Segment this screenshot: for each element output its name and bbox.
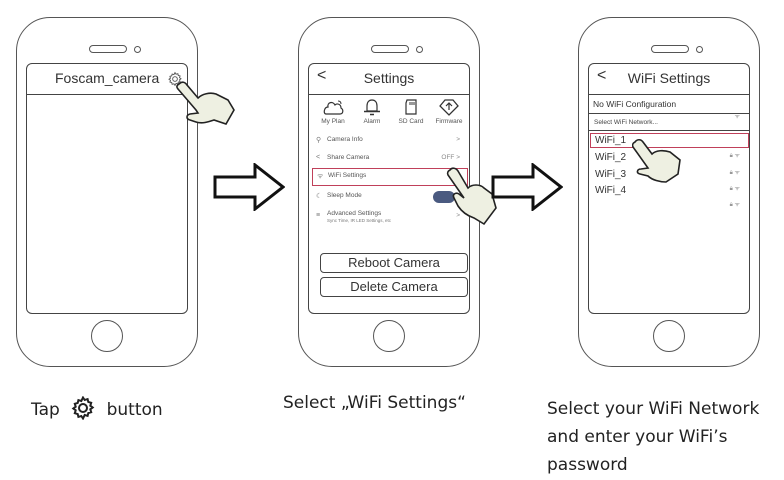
gear-icon <box>71 395 95 421</box>
speaker <box>651 45 689 53</box>
sleep-icon: ☾ <box>316 193 323 200</box>
step-3-caption: Select your WiFi Network and enter your … <box>547 399 760 475</box>
phone-2: < Settings My Plan Alarm <box>298 17 480 367</box>
wifi-settings-title: WiFi Settings <box>627 70 711 86</box>
arrow-right-icon <box>491 163 563 211</box>
wifi-title-bar: < WiFi Settings <box>589 64 749 95</box>
camera-name: Foscam_camera <box>55 70 160 86</box>
lock-wifi-icon: 🔒︎ ᯤ <box>729 153 740 159</box>
front-camera <box>696 46 703 53</box>
menu-share-camera[interactable]: < Share Camera OFF > <box>316 154 460 161</box>
settings-screen: < Settings My Plan Alarm <box>308 63 470 314</box>
front-camera <box>134 46 141 53</box>
phone-1-screen: Foscam_camera <box>26 63 188 314</box>
firmware-icon <box>439 99 459 116</box>
menu-advanced-settings[interactable]: ≡ Advanced Settings Sync Time, IR LED Se… <box>316 210 460 223</box>
home-button <box>373 320 405 352</box>
wifi-network-item[interactable]: WiFi_4 🔒︎ ᯤ <box>595 185 740 196</box>
tapping-hand-icon <box>446 167 497 226</box>
wifi-icon: ᯤ <box>734 114 740 120</box>
quick-action-sd-card[interactable]: SD Card <box>393 98 429 125</box>
step-1-caption: Tap button <box>31 395 163 424</box>
menu-sleep-mode[interactable]: ☾ Sleep Mode <box>309 188 469 206</box>
back-button[interactable]: < <box>317 67 327 84</box>
menu-camera-info[interactable]: ⚲ Camera Info > <box>316 136 460 144</box>
tapping-hand-icon <box>632 138 681 183</box>
home-button <box>653 320 685 352</box>
step-2-caption: Select „WiFi Settings“ <box>283 393 466 413</box>
cloud-icon <box>323 100 344 115</box>
gear-icon[interactable] <box>167 71 183 87</box>
info-icon: ⚲ <box>316 137 322 144</box>
speaker <box>89 45 127 53</box>
tapping-hand-icon <box>176 81 235 125</box>
share-icon: < <box>316 154 321 161</box>
quick-action-firmware[interactable]: Firmware <box>431 98 467 125</box>
wifi-settings-screen: < WiFi Settings No WiFi Configuration Se… <box>588 63 750 314</box>
chevron-right-icon: > <box>456 136 460 143</box>
home-button <box>91 320 123 352</box>
settings-title: Settings <box>363 70 415 86</box>
sd-card-icon <box>405 99 417 115</box>
lock-wifi-icon: 🔒︎ ᯤ <box>729 170 740 176</box>
quick-action-alarm[interactable]: Alarm <box>354 98 390 125</box>
wifi-network-item[interactable]: WiFi_3 🔒︎ ᯤ <box>595 169 740 180</box>
delete-camera-button[interactable]: Delete Camera <box>320 277 468 297</box>
back-button[interactable]: < <box>597 67 607 84</box>
phone-1: Foscam_camera <box>16 17 198 367</box>
quick-action-my-plan[interactable]: My Plan <box>315 98 351 125</box>
sleep-mode-toggle[interactable] <box>433 191 455 203</box>
chevron-right-icon: > <box>456 212 460 219</box>
camera-title-bar: Foscam_camera <box>27 64 187 95</box>
lock-wifi-icon: 🔒︎ ᯤ <box>729 202 740 208</box>
advanced-icon: ≡ <box>316 212 321 219</box>
phone-3: < WiFi Settings No WiFi Configuration Se… <box>578 17 760 367</box>
front-camera <box>416 46 423 53</box>
share-status: OFF > <box>441 154 460 161</box>
wifi-network-item[interactable]: WiFi_1 <box>590 133 749 148</box>
reboot-camera-button[interactable]: Reboot Camera <box>320 253 468 273</box>
select-network-header: Select WiFi Network... ᯤ <box>589 114 749 131</box>
menu-wifi-settings[interactable]: ᯤ WiFi Settings > <box>312 168 468 186</box>
bell-icon <box>364 99 380 116</box>
speaker <box>371 45 409 53</box>
wifi-network-item[interactable]: WiFi_2 🔒︎ ᯤ <box>595 152 740 163</box>
settings-title-bar: < Settings <box>309 64 469 95</box>
arrow-right-icon <box>213 163 285 211</box>
wifi-icon: ᯤ <box>317 173 324 180</box>
lock-wifi-icon: 🔒︎ ᯤ <box>729 186 740 192</box>
no-wifi-configuration-option[interactable]: No WiFi Configuration <box>589 95 749 114</box>
